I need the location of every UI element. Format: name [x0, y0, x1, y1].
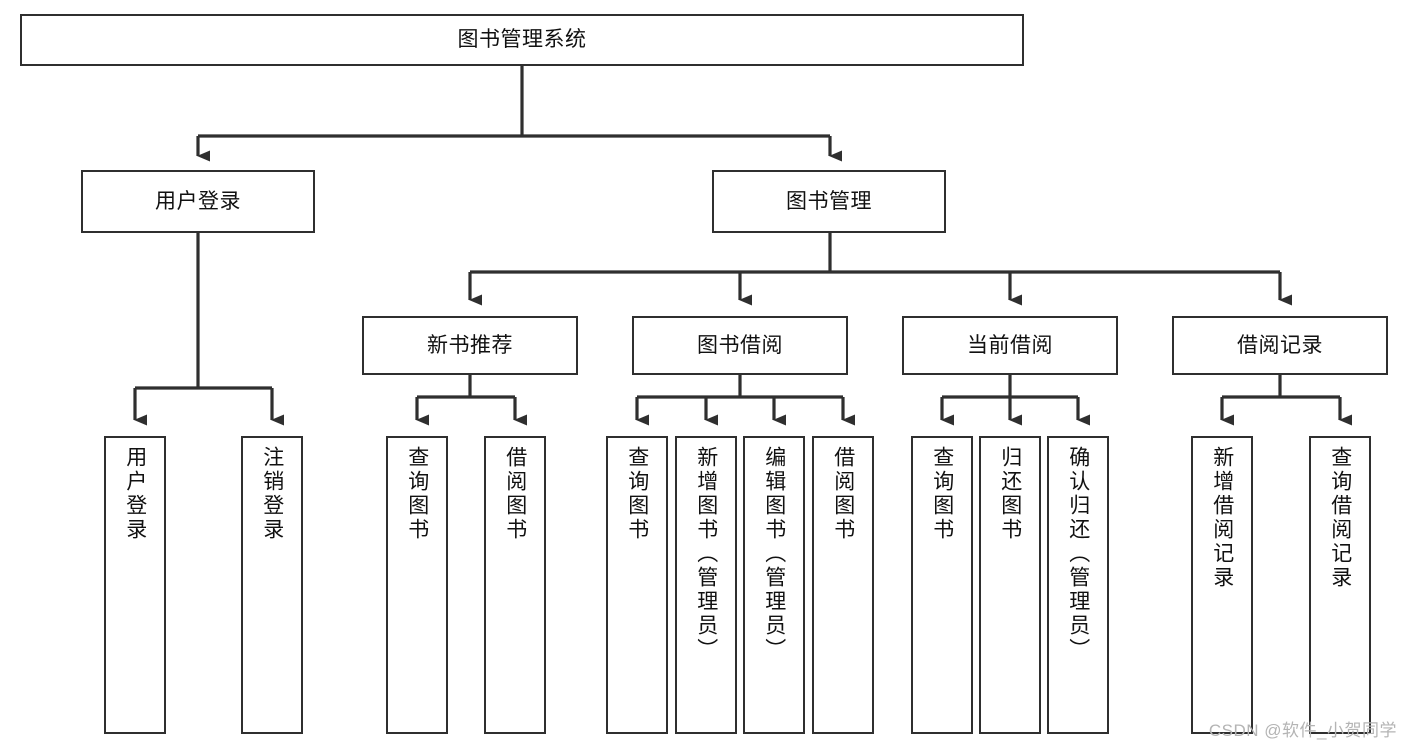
node-label: 图书管理系统: [457, 28, 587, 52]
node-label: 新增借阅记录: [1210, 446, 1234, 590]
node-label: 图书借阅: [697, 333, 783, 357]
node-new-book-recommend[interactable]: 新书推荐: [362, 316, 578, 375]
node-label: 借阅图书: [831, 446, 855, 542]
node-label: 注销登录: [260, 446, 284, 542]
node-label: 用户登录: [123, 446, 147, 542]
node-leaf-return-book[interactable]: 归还图书: [979, 436, 1041, 734]
node-label: 图书管理: [786, 189, 872, 213]
node-label: 当前借阅: [967, 333, 1053, 357]
node-leaf-query-book-2[interactable]: 查询图书: [606, 436, 668, 734]
node-label: 借阅记录: [1237, 333, 1323, 357]
node-label: 新增图书（管理员）: [694, 446, 718, 662]
node-label: 查询图书: [930, 446, 954, 542]
node-leaf-query-book-3[interactable]: 查询图书: [911, 436, 973, 734]
node-label: 查询图书: [625, 446, 649, 542]
node-leaf-user-login[interactable]: 用户登录: [104, 436, 166, 734]
node-label: 新书推荐: [427, 333, 513, 357]
node-leaf-query-record[interactable]: 查询借阅记录: [1309, 436, 1371, 734]
node-leaf-confirm-return[interactable]: 确认归还（管理员）: [1047, 436, 1109, 734]
node-leaf-query-book-1[interactable]: 查询图书: [386, 436, 448, 734]
node-user-login[interactable]: 用户登录: [81, 170, 315, 233]
node-label: 用户登录: [155, 189, 241, 213]
node-leaf-borrow-book-2[interactable]: 借阅图书: [812, 436, 874, 734]
node-leaf-edit-book[interactable]: 编辑图书（管理员）: [743, 436, 805, 734]
node-current-borrow[interactable]: 当前借阅: [902, 316, 1118, 375]
node-leaf-borrow-book-1[interactable]: 借阅图书: [484, 436, 546, 734]
node-book-management[interactable]: 图书管理: [712, 170, 946, 233]
node-label: 查询借阅记录: [1328, 446, 1352, 590]
node-leaf-user-logout[interactable]: 注销登录: [241, 436, 303, 734]
node-label: 查询图书: [405, 446, 429, 542]
csdn-watermark: CSDN @软件_小贺同学: [1208, 721, 1397, 740]
node-label: 编辑图书（管理员）: [762, 446, 786, 662]
node-label: 确认归还（管理员）: [1066, 446, 1090, 662]
node-leaf-add-record[interactable]: 新增借阅记录: [1191, 436, 1253, 734]
node-borrow-record[interactable]: 借阅记录: [1172, 316, 1388, 375]
node-label: 归还图书: [998, 446, 1022, 542]
node-book-borrow[interactable]: 图书借阅: [632, 316, 848, 375]
node-book-management-system[interactable]: 图书管理系统: [20, 14, 1024, 66]
node-label: 借阅图书: [503, 446, 527, 542]
node-leaf-add-book[interactable]: 新增图书（管理员）: [675, 436, 737, 734]
